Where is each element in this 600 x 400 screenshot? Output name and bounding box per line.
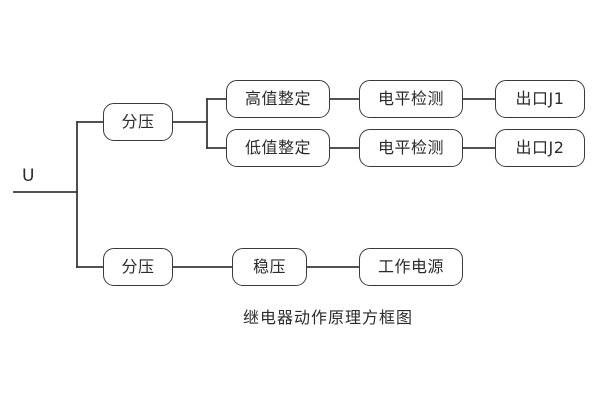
node-level-detect-1[interactable]: 电平检测 xyxy=(359,80,463,118)
node-regulator[interactable]: 稳压 xyxy=(232,248,307,286)
node-low-setting[interactable]: 低值整定 xyxy=(226,129,330,167)
node-divider-top[interactable]: 分压 xyxy=(103,103,173,141)
node-output-j2-label: 出口J2 xyxy=(515,137,565,157)
node-level-detect-1-label: 电平检测 xyxy=(377,88,444,108)
input-voltage-text: U xyxy=(22,166,35,186)
node-high-setting-label: 高值整定 xyxy=(244,88,311,108)
node-output-j1-label: 出口J1 xyxy=(515,88,565,108)
node-output-j2[interactable]: 出口J2 xyxy=(495,129,585,167)
node-output-j1[interactable]: 出口J1 xyxy=(495,80,585,118)
node-low-setting-label: 低值整定 xyxy=(244,137,311,157)
diagram-caption: 继电器动作原理方框图 xyxy=(243,310,413,326)
node-divider-bottom-label: 分压 xyxy=(121,256,155,276)
node-work-supply[interactable]: 工作电源 xyxy=(359,248,463,286)
node-level-detect-2-label: 电平检测 xyxy=(377,137,444,157)
node-divider-top-label: 分压 xyxy=(121,111,155,131)
input-voltage-label: U xyxy=(22,168,34,185)
node-work-supply-label: 工作电源 xyxy=(377,256,444,276)
node-regulator-label: 稳压 xyxy=(252,256,286,276)
diagram-caption-text: 继电器动作原理方框图 xyxy=(243,308,414,327)
node-high-setting[interactable]: 高值整定 xyxy=(226,80,330,118)
node-divider-bottom[interactable]: 分压 xyxy=(103,248,173,286)
node-level-detect-2[interactable]: 电平检测 xyxy=(359,129,463,167)
